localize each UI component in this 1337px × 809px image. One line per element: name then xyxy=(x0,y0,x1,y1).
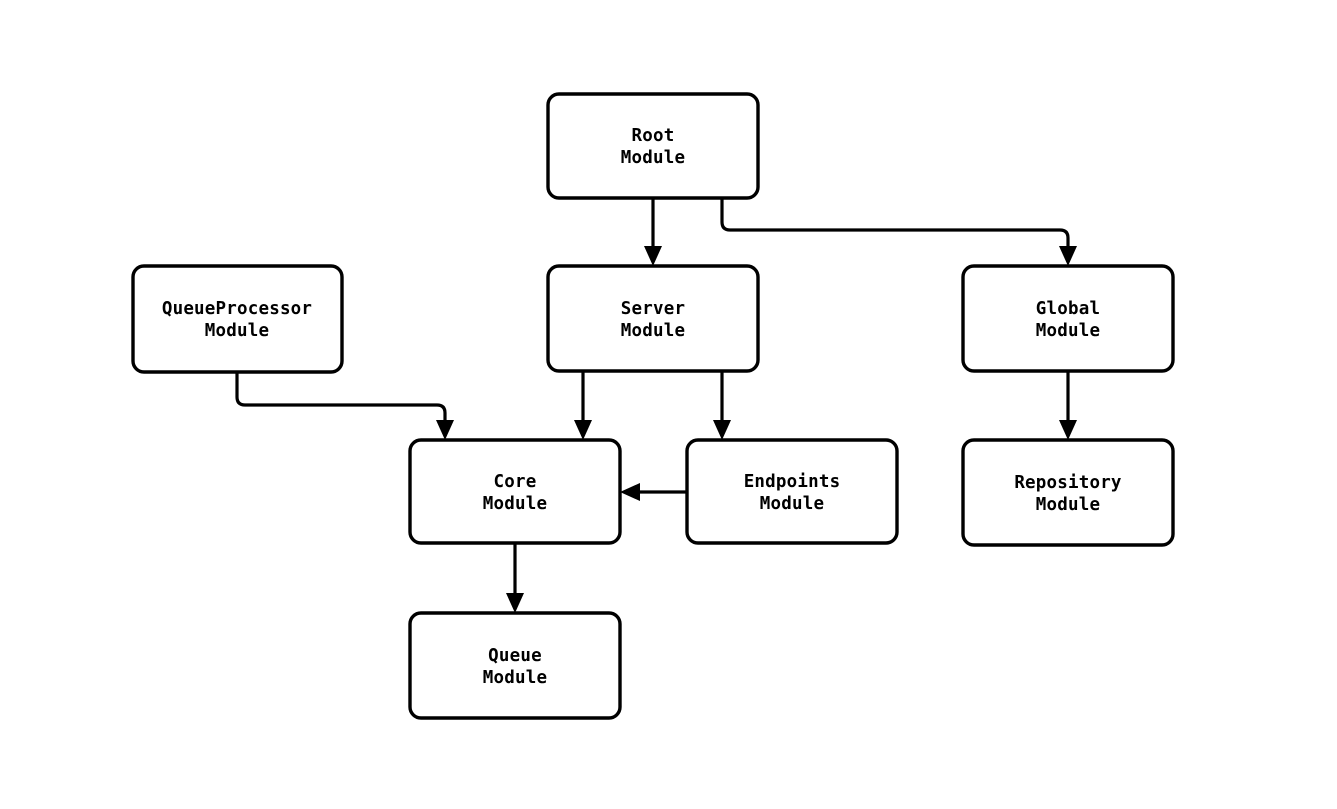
edge-server-to-endpoints-arrowhead xyxy=(713,420,731,440)
node-queue-module-box[interactable] xyxy=(408,611,622,720)
node-core-module-box[interactable] xyxy=(408,438,622,545)
node-server-module-label-line1: Server xyxy=(621,299,685,319)
node-global-module[interactable]: Global Module xyxy=(961,264,1175,373)
node-endpoints-module-label-line2: Module xyxy=(760,494,824,514)
edge-global-to-repository xyxy=(1059,371,1077,440)
edge-global-to-repository-arrowhead xyxy=(1059,420,1077,440)
edge-root-to-server xyxy=(644,198,662,266)
edge-core-to-queue-arrowhead xyxy=(506,593,524,613)
edge-queueprocessor-to-core-arrowhead xyxy=(436,420,454,440)
edge-queueprocessor-to-core-line xyxy=(235,372,447,426)
node-queue-module-label-line2: Module xyxy=(483,668,547,688)
node-root-module-label-line2: Module xyxy=(621,148,685,168)
node-endpoints-module[interactable]: Endpoints Module xyxy=(685,438,899,545)
edge-server-to-core-arrowhead xyxy=(574,420,592,440)
node-repository-module[interactable]: Repository Module xyxy=(961,438,1175,547)
node-global-module-box[interactable] xyxy=(961,264,1175,373)
edge-server-to-endpoints xyxy=(713,371,731,440)
edge-core-to-queue xyxy=(506,543,524,613)
edge-root-to-global-arrowhead xyxy=(1059,246,1077,266)
node-root-module-label-line1: Root xyxy=(632,126,675,146)
node-server-module-label-line2: Module xyxy=(621,321,685,341)
node-queueprocessor-module-label-line1: QueueProcessor xyxy=(162,299,312,319)
node-core-module-label-line2: Module xyxy=(483,494,547,514)
edge-root-to-global xyxy=(720,198,1077,266)
node-core-module-label-line1: Core xyxy=(494,472,537,492)
edge-root-to-server-arrowhead xyxy=(644,246,662,266)
node-server-module-box[interactable] xyxy=(546,264,760,373)
node-server-module[interactable]: Server Module xyxy=(546,264,760,373)
edge-endpoints-to-core xyxy=(620,483,687,501)
node-endpoints-module-box[interactable] xyxy=(685,438,899,545)
node-queueprocessor-module-label-line2: Module xyxy=(205,321,269,341)
edge-server-to-core xyxy=(574,371,592,440)
node-root-module-box[interactable] xyxy=(546,92,760,200)
node-endpoints-module-label-line1: Endpoints xyxy=(744,472,841,492)
node-root-module[interactable]: Root Module xyxy=(546,92,760,200)
edge-root-to-global-line xyxy=(720,198,1070,252)
node-queue-module[interactable]: Queue Module xyxy=(408,611,622,720)
node-repository-module-label-line2: Module xyxy=(1036,495,1100,515)
node-global-module-label-line2: Module xyxy=(1036,321,1100,341)
node-queueprocessor-module[interactable]: QueueProcessor Module xyxy=(131,264,344,374)
node-core-module[interactable]: Core Module xyxy=(408,438,622,545)
node-repository-module-box[interactable] xyxy=(961,438,1175,547)
edge-endpoints-to-core-arrowhead xyxy=(620,483,640,501)
node-repository-module-label-line1: Repository xyxy=(1014,473,1122,493)
node-global-module-label-line1: Global xyxy=(1036,299,1100,319)
node-queue-module-label-line1: Queue xyxy=(488,646,542,666)
edge-queueprocessor-to-core xyxy=(235,372,454,440)
node-queueprocessor-module-box[interactable] xyxy=(131,264,344,374)
